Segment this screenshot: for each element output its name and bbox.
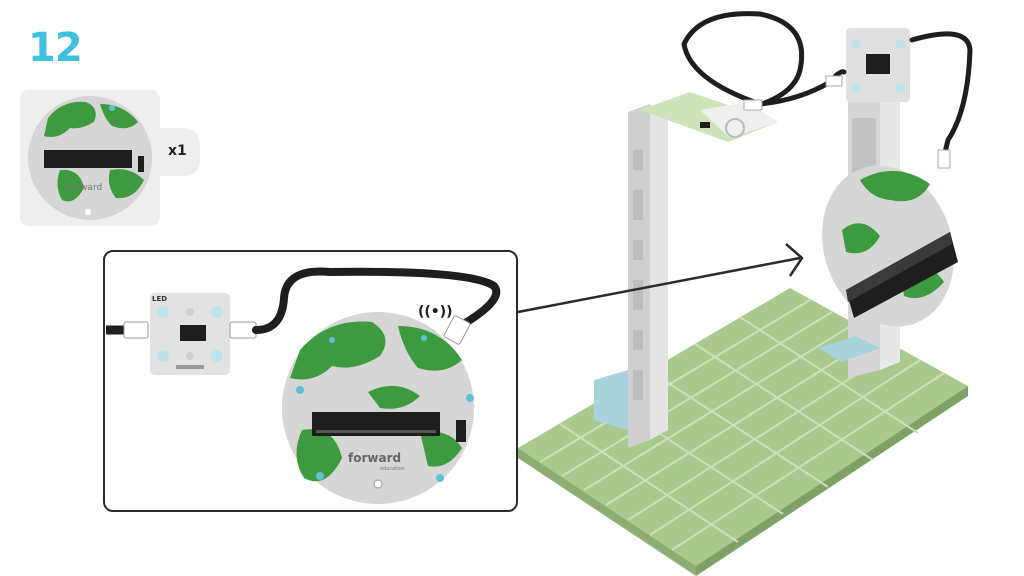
detail-board-brand: forward bbox=[348, 451, 401, 465]
step-number: 12 bbox=[28, 25, 83, 71]
led-module bbox=[150, 293, 230, 375]
parts-board-brand: Forward bbox=[66, 183, 102, 193]
parts-quantity: x1 bbox=[168, 143, 187, 159]
detail-board-subbrand: education bbox=[380, 466, 405, 472]
detail-cable bbox=[252, 267, 501, 334]
led-label: LED bbox=[152, 295, 167, 303]
mounted-board bbox=[822, 165, 958, 327]
left-column bbox=[594, 104, 668, 448]
detail-board bbox=[282, 312, 474, 504]
sensor-plate bbox=[640, 92, 778, 142]
wireless-icon: ((•)) bbox=[418, 304, 453, 320]
parts-board-icon bbox=[28, 96, 152, 220]
parts-card: Forward bbox=[20, 90, 200, 226]
top-led-module bbox=[846, 28, 910, 102]
